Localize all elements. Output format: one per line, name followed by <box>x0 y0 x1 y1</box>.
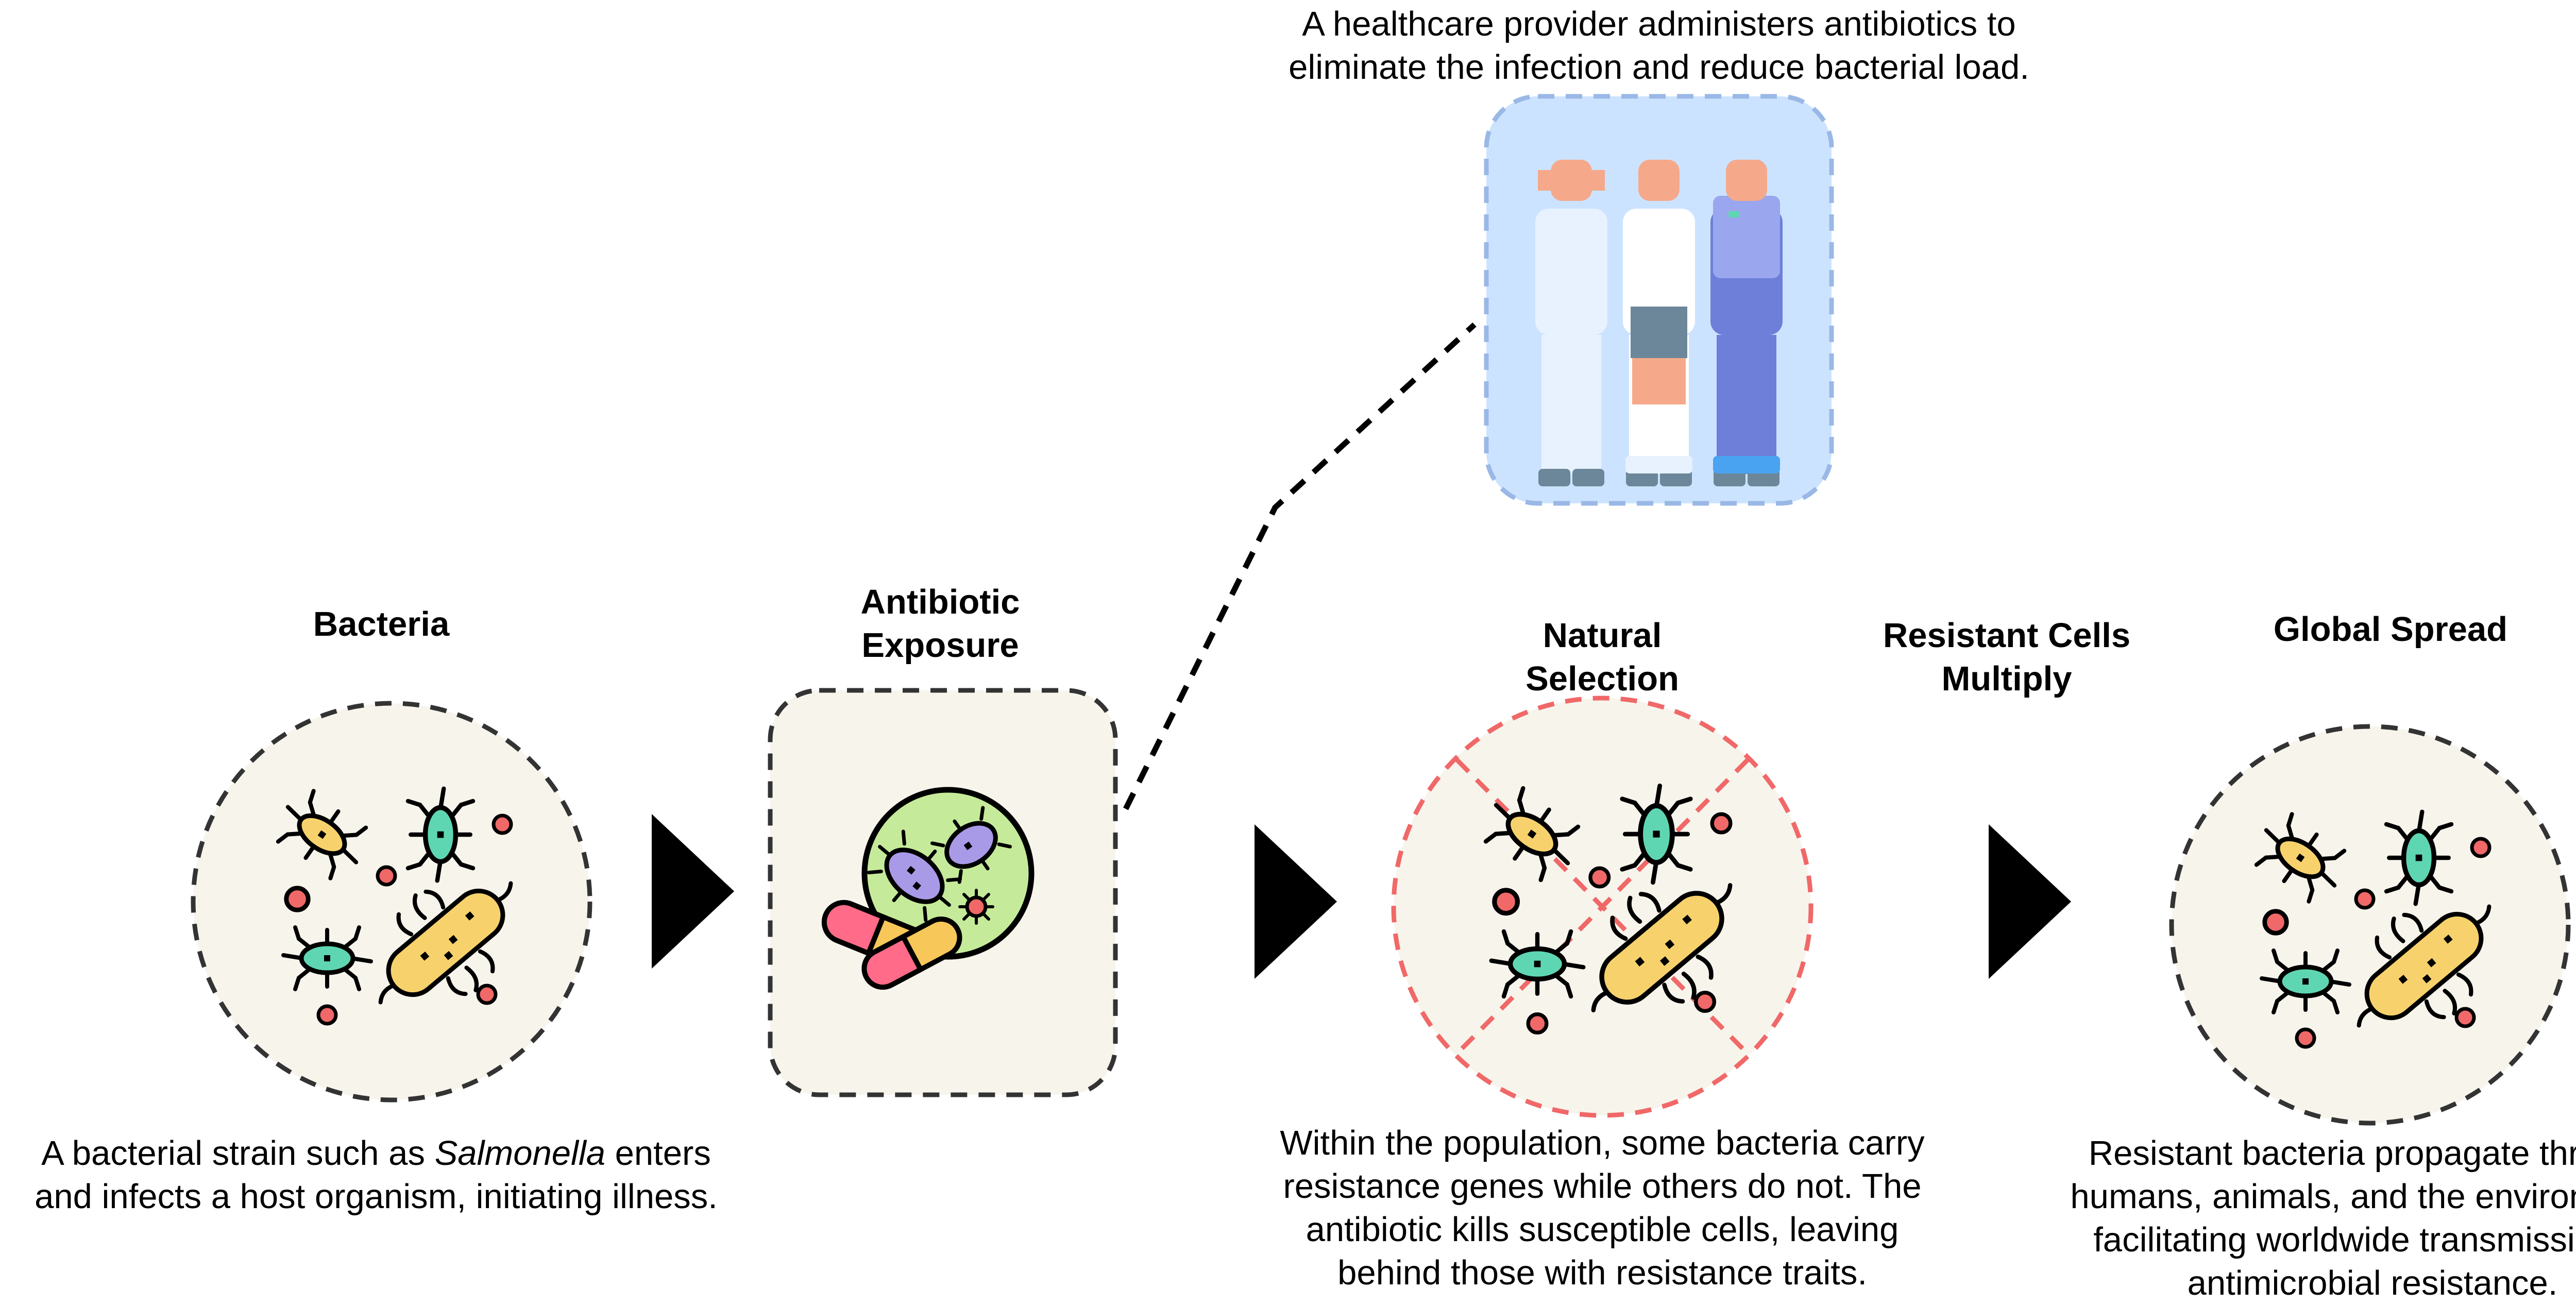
selection-caption: Within the population, some bacteria car… <box>1190 1122 2014 1295</box>
multiply-title-line2: Multiply <box>1941 659 2072 698</box>
petri-dish-pills-icon <box>821 787 1035 990</box>
provider-caption: A healthcare provider administers antibi… <box>1144 3 2174 89</box>
bacteria-title: Bacteria <box>313 605 450 643</box>
bacteria-caption: A bacterial strain such as Salmonella en… <box>10 1132 742 1218</box>
flow-arrow-1 <box>652 814 734 969</box>
bacteria-panel <box>191 701 592 1103</box>
selection-caption-line1: Within the population, some bacteria car… <box>1280 1124 1925 1162</box>
bacteria-caption-before: A bacterial strain such as <box>41 1134 435 1173</box>
bacteria-caption-after: enters and infects a host organism, init… <box>35 1134 718 1216</box>
healthcare-workers-icon <box>1535 160 1783 486</box>
spread-caption-line3: facilitating worldwide transmission of <box>2093 1221 2576 1259</box>
selection-title-line1: Natural <box>1543 616 1662 655</box>
provider-panel <box>1484 94 1834 506</box>
spread-panel <box>2169 724 2571 1126</box>
spread-caption-line2: humans, animals, and the environment, <box>2070 1177 2576 1216</box>
flow-arrow-3 <box>1989 824 2071 979</box>
selection-title-line2: Selection <box>1526 659 1679 698</box>
multiply-title-line1: Resistant Cells <box>1883 616 2131 655</box>
spread-caption-line4: antimicrobial resistance. <box>2187 1264 2558 1302</box>
connector-line <box>1123 322 1477 810</box>
multiply-title: Resistant Cells Multiply <box>1826 614 2187 701</box>
provider-caption-line2: eliminate the infection and reduce bacte… <box>1289 48 2029 87</box>
spread-title: Global Spread <box>2273 610 2508 649</box>
selection-caption-line3: antibiotic kills susceptible cells, leav… <box>1306 1210 1899 1249</box>
antibiotic-panel <box>768 688 1118 1097</box>
spread-caption-line1: Resistant bacteria propagate through <box>2088 1134 2576 1173</box>
provider-caption-line1: A healthcare provider administers antibi… <box>1302 5 2016 43</box>
antibiotic-title-line2: Exposure <box>861 626 1019 665</box>
selection-caption-line2: resistance genes while others do not. Th… <box>1283 1167 1922 1206</box>
flow-arrow-2 <box>1255 824 1337 979</box>
antibiotic-title-line1: Antibiotic <box>860 583 1020 621</box>
antibiotic-title: Antibiotic Exposure <box>786 581 1095 667</box>
selection-panel <box>1391 696 1814 1118</box>
selection-title: Natural Selection <box>1448 614 1757 701</box>
selection-caption-line4: behind those with resistance traits. <box>1337 1253 1867 1292</box>
bacteria-caption-italic: Salmonella <box>434 1134 606 1173</box>
spread-caption: Resistant bacteria propagate through hum… <box>2050 1132 2576 1305</box>
